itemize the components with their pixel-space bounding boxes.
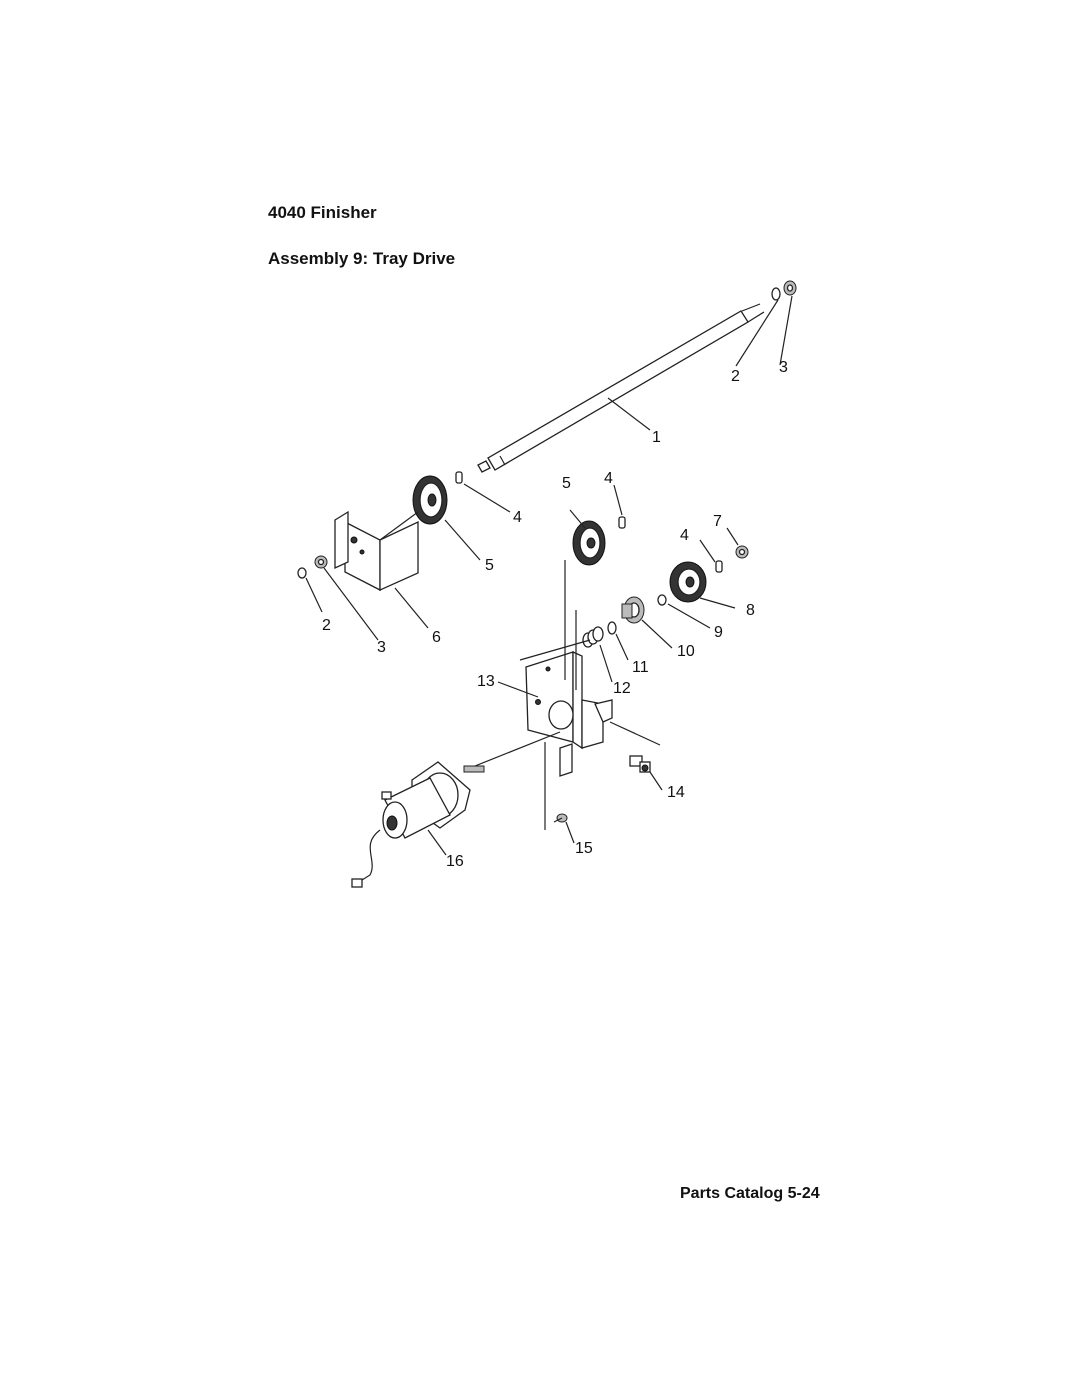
callout-4-center: 4 <box>604 470 613 487</box>
callout-7: 7 <box>713 513 722 530</box>
callout-3-left: 3 <box>377 639 386 656</box>
part-pulley-small <box>621 596 645 624</box>
callout-15: 15 <box>575 840 593 857</box>
callout-8: 8 <box>746 602 755 619</box>
callout-5-center: 5 <box>562 475 571 492</box>
callout-labels: 1 2 3 4 5 2 3 6 5 4 4 7 8 9 10 11 12 13 … <box>322 359 788 870</box>
callout-11: 11 <box>632 659 649 676</box>
part-screw <box>553 813 568 823</box>
part-pin-left <box>455 471 463 484</box>
callout-6: 6 <box>432 629 441 646</box>
assembly-subtitle: Assembly 9: Tray Drive <box>268 249 456 268</box>
part-gear-center <box>572 520 606 566</box>
page-title: 4040 Finisher <box>268 203 377 222</box>
callout-5-left: 5 <box>485 557 494 574</box>
part-washer <box>607 621 617 635</box>
part-pin-center <box>618 516 626 529</box>
part-bushing-left <box>314 555 328 569</box>
page-footer: Parts Catalog 5-24 <box>680 1185 820 1202</box>
callout-2-left: 2 <box>322 617 331 634</box>
callout-4-left: 4 <box>513 509 522 526</box>
callout-2-top: 2 <box>731 368 740 385</box>
part-pin-right <box>715 560 723 573</box>
callout-9: 9 <box>714 624 723 641</box>
part-frame <box>464 560 661 830</box>
part-bushing-right <box>735 545 749 559</box>
callout-12: 12 <box>613 680 631 697</box>
part-bracket-left <box>334 510 419 592</box>
leader-lines <box>305 295 793 856</box>
part-e-ring-right <box>657 594 667 606</box>
part-e-ring-top <box>771 287 781 301</box>
part-sensor <box>629 755 651 773</box>
callout-3-top: 3 <box>779 359 788 376</box>
part-pulley-right <box>669 561 707 603</box>
callout-1: 1 <box>652 429 661 446</box>
part-gear-left <box>412 475 448 525</box>
callout-13: 13 <box>477 673 495 690</box>
callout-14: 14 <box>667 784 685 801</box>
part-motor <box>351 761 485 888</box>
callout-4-right: 4 <box>680 527 689 544</box>
part-spring <box>582 626 604 648</box>
part-e-ring-left <box>297 567 307 579</box>
part-shaft <box>477 303 765 473</box>
callout-16: 16 <box>446 853 464 870</box>
part-bushing-top <box>783 280 797 296</box>
callout-10: 10 <box>677 643 695 660</box>
